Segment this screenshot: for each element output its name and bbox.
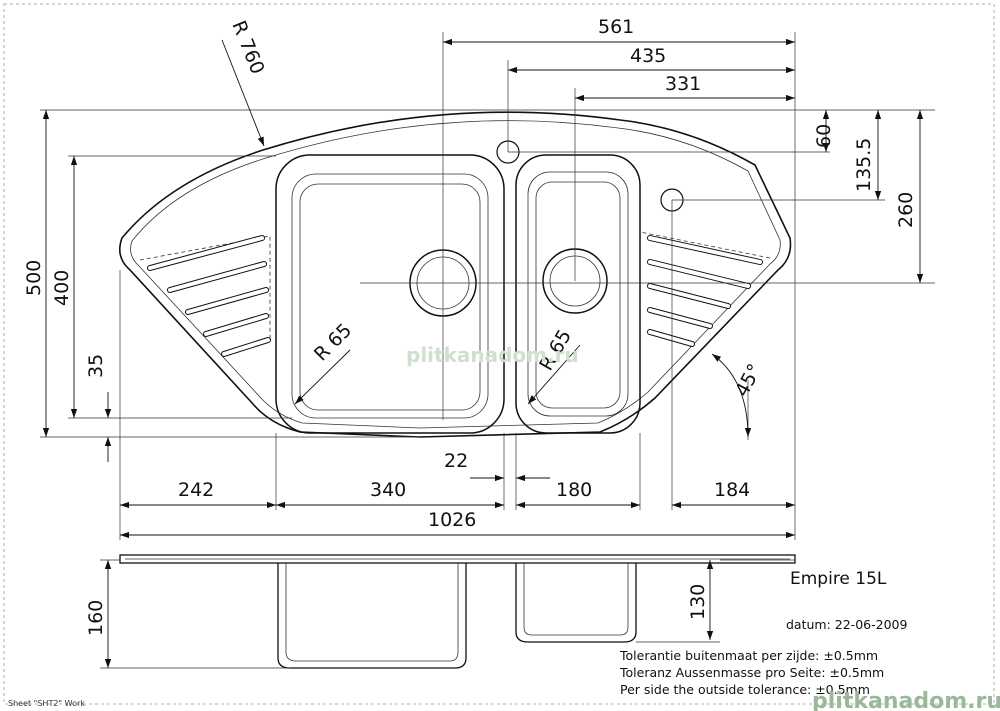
left-drainboard-grooves <box>147 235 271 357</box>
left-bowl-floor <box>299 183 481 411</box>
dim-130: 130 <box>687 584 709 620</box>
dimension-labels: 561 435 331 60 135.5 260 500 400 35 R 76… <box>23 16 917 636</box>
dim-331: 331 <box>665 73 701 95</box>
tolerance-german: Toleranz Aussenmasse pro Seite: ±0.5mm <box>619 665 884 680</box>
right-bowl-outer <box>515 154 641 434</box>
dim-160: 160 <box>85 600 107 636</box>
extension-lines <box>40 32 935 540</box>
right-drainboard-grooves <box>647 235 763 347</box>
tolerance-dutch: Tolerantie buitenmaat per zijde: ±0.5mm <box>619 648 878 663</box>
sheet-border <box>3 3 995 705</box>
sheet-label: Sheet "SHT2" Work <box>8 699 85 708</box>
drainboard-left-border <box>139 235 271 340</box>
side-right-bowl <box>515 563 637 643</box>
dim-260: 260 <box>895 192 917 228</box>
side-top-rim <box>119 554 796 564</box>
model-name: Empire 15L <box>790 569 887 589</box>
sink-outer-outline-inner <box>130 120 781 429</box>
right-bowl-floor <box>535 181 621 409</box>
dimension-lines <box>42 38 924 668</box>
side-left-bowl <box>277 563 467 669</box>
watermark-center: plitkanadom.ru <box>406 343 579 367</box>
right-bowl-inner <box>527 171 629 417</box>
watermark-corner: plitkanadom.ru <box>812 689 1000 711</box>
dim-500: 500 <box>23 260 45 296</box>
dim-1026: 1026 <box>428 509 476 531</box>
left-bowl-inner <box>291 173 489 419</box>
dim-135-5: 135.5 <box>853 138 875 192</box>
tolerance-english: Per side the outside tolerance: ±0.5mm <box>620 682 870 697</box>
sink-side-view <box>100 554 796 669</box>
title-block: Empire 15L datum: 22-06-2009 Tolerantie … <box>8 569 907 708</box>
dim-180: 180 <box>556 479 592 501</box>
sink-top-view <box>119 111 792 438</box>
sink-outer-outline <box>119 111 792 438</box>
drawing-date: datum: 22-06-2009 <box>786 617 907 632</box>
dim-22: 22 <box>444 450 468 472</box>
dim-184: 184 <box>714 479 750 501</box>
angle-45: 45° <box>731 360 766 400</box>
dim-435: 435 <box>630 45 666 67</box>
dim-242: 242 <box>178 479 214 501</box>
dim-35: 35 <box>85 354 107 378</box>
dim-340: 340 <box>370 479 406 501</box>
dim-60: 60 <box>813 124 835 148</box>
dim-400: 400 <box>51 270 73 306</box>
dim-561: 561 <box>598 16 634 38</box>
radius-65-left: R 65 <box>310 319 356 365</box>
left-bowl-outer <box>275 154 505 434</box>
